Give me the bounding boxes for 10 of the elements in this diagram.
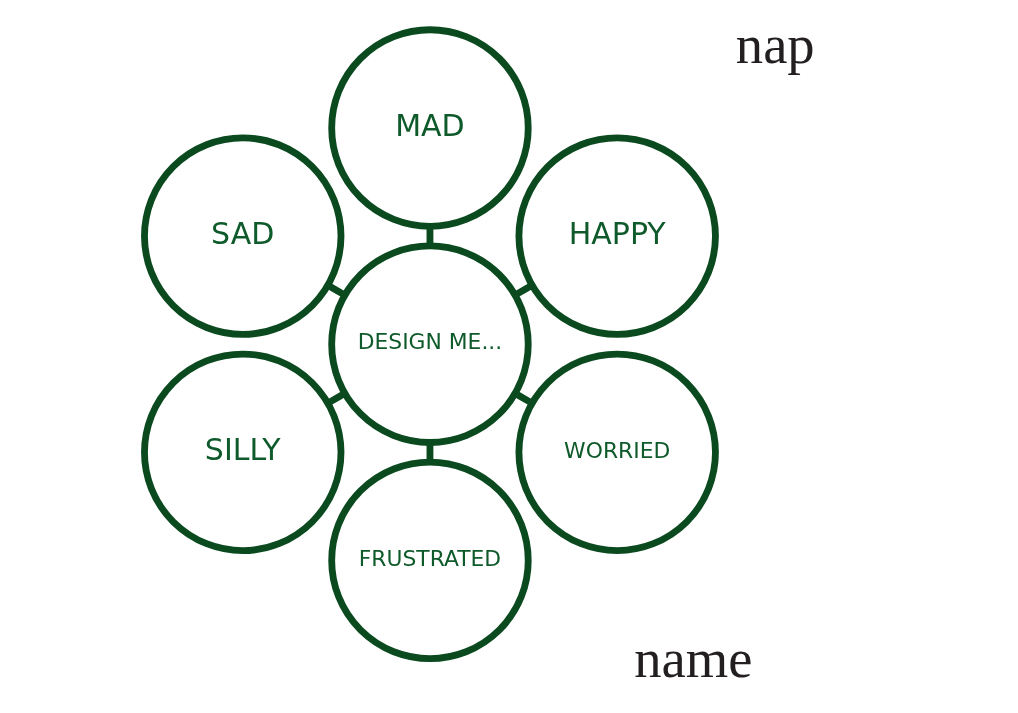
connector <box>513 282 534 298</box>
connector <box>513 390 534 406</box>
label: name <box>634 628 753 690</box>
connector <box>326 282 347 298</box>
connector <box>426 442 434 462</box>
node-circle: MAD <box>328 26 532 230</box>
label: nap <box>735 14 815 76</box>
connector <box>426 226 434 246</box>
node-circle: FRUSTRATED <box>328 458 532 663</box>
connector <box>326 390 347 406</box>
